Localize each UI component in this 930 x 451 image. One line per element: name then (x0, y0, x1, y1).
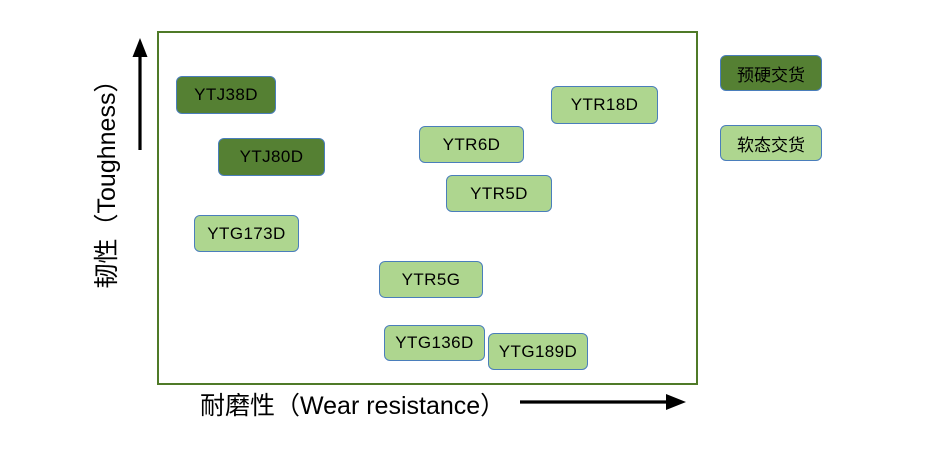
data-point-box-ytj80d[interactable]: YTJ80D (218, 138, 325, 176)
data-point-box-ytr18d[interactable]: YTR18D (551, 86, 658, 124)
data-point-box-ytr5d[interactable]: YTR5D (446, 175, 552, 212)
data-point-box-ytg189d[interactable]: YTG189D (488, 333, 588, 370)
data-point-box-ytr5g[interactable]: YTR5G (379, 261, 483, 298)
data-point-label: YTG189D (498, 341, 578, 361)
data-point-label: YTJ80D (239, 147, 304, 166)
data-point-label: YTG136D (395, 333, 474, 352)
data-point-label: YTR5D (470, 183, 528, 203)
data-point-box-ytr6d[interactable]: YTR6D (419, 126, 524, 163)
data-point-box-ytj38d[interactable]: YTJ38D (176, 76, 276, 114)
legend-item-soft-annealed[interactable]: 软态交货 (720, 125, 822, 161)
y-axis-title: 韧性（Toughness） (93, 67, 121, 289)
legend-item-pre-hardened[interactable]: 预硬交货 (720, 55, 822, 91)
data-point-label: YTJ38D (194, 85, 258, 104)
data-point-label: YTG173D (207, 223, 286, 243)
legend-item-label: 软态交货 (737, 135, 805, 155)
legend-item-label: 预硬交货 (737, 65, 805, 85)
data-point-label: YTR18D (570, 95, 639, 114)
data-point-label: YTR6D (442, 134, 501, 154)
data-point-box-ytg173d[interactable]: YTG173D (194, 215, 299, 252)
x-axis-arrow-icon (520, 388, 686, 419)
data-point-box-ytg136d[interactable]: YTG136D (384, 325, 485, 361)
data-point-label: YTR5G (401, 269, 461, 289)
x-axis-title: 耐磨性（Wear resistance） (200, 392, 506, 420)
y-axis-arrow-icon (128, 38, 152, 155)
